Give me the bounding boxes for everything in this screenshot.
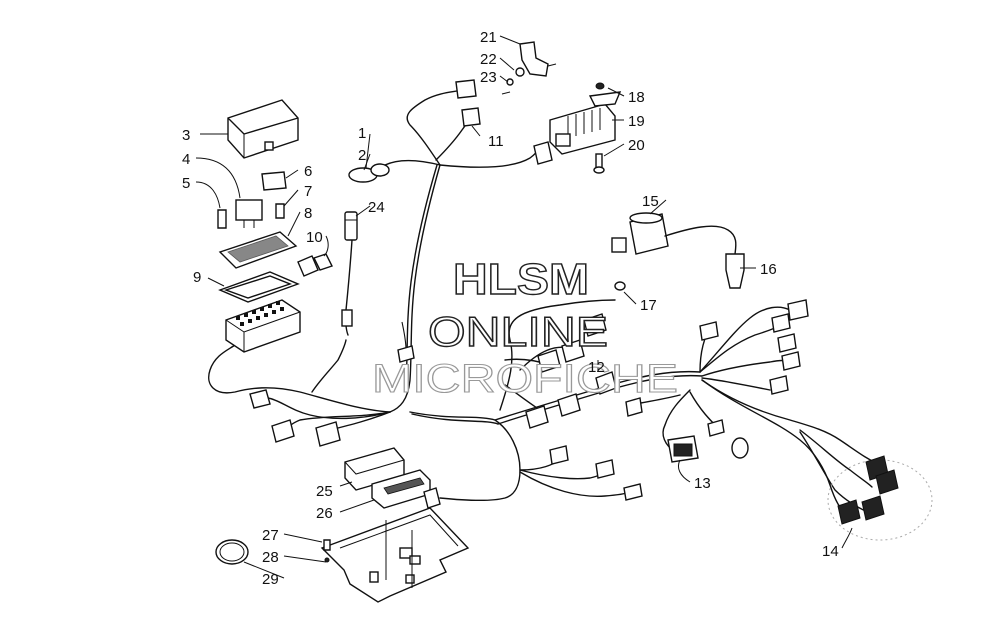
callout-27: 27 xyxy=(262,527,279,544)
connector-top xyxy=(455,79,477,99)
connector-13 xyxy=(667,419,749,463)
leader-lines xyxy=(195,35,853,579)
relay-4 xyxy=(235,199,263,221)
callout-9: 9 xyxy=(193,269,201,286)
callout-21: 21 xyxy=(480,29,497,46)
callout-28: 28 xyxy=(262,549,279,566)
callout-14: 14 xyxy=(822,543,839,560)
callout-2: 2 xyxy=(358,147,366,164)
callout-5: 5 xyxy=(182,175,190,192)
connector-right-top xyxy=(533,141,553,165)
callout-17: 17 xyxy=(640,297,657,314)
screw-20 xyxy=(593,153,605,174)
watermark-line1: HLSM xyxy=(453,255,589,304)
callout-26: 26 xyxy=(316,505,333,522)
callout-1: 1 xyxy=(358,125,366,142)
callout-4: 4 xyxy=(182,151,190,168)
callout-13: 13 xyxy=(694,475,711,492)
fuse-box-gasket xyxy=(218,271,300,303)
callout-11: 11 xyxy=(488,133,504,150)
callout-10: 10 xyxy=(306,229,323,246)
callout-29: 29 xyxy=(262,571,279,588)
callout-6: 6 xyxy=(304,163,312,180)
callout-3: 3 xyxy=(182,127,190,144)
relay-6 xyxy=(261,171,287,191)
callout-19: 19 xyxy=(628,113,645,130)
callout-16: 16 xyxy=(760,261,777,278)
callout-numbers: 3 4 5 6 7 8 9 10 1 2 11 21 22 23 18 19 2… xyxy=(182,29,839,588)
fuse-box-base xyxy=(225,299,301,353)
callout-7: 7 xyxy=(304,183,312,200)
connector-10 xyxy=(297,253,333,277)
screw-18 xyxy=(588,82,622,107)
callout-8: 8 xyxy=(304,205,312,222)
relay-and-fuses xyxy=(217,171,287,229)
callout-20: 20 xyxy=(628,137,645,154)
callout-25: 25 xyxy=(316,483,333,500)
lower-left-connectors xyxy=(249,345,415,447)
callout-23: 23 xyxy=(480,69,497,86)
connector-1-2 xyxy=(348,163,390,183)
ignition-coil xyxy=(611,212,737,255)
clamp-29 xyxy=(215,539,249,565)
callout-12: 12 xyxy=(588,359,605,376)
spark-plug-cap xyxy=(725,253,745,289)
bracket-21-23 xyxy=(501,41,557,95)
screw-17 xyxy=(614,281,626,291)
voltage-regulator xyxy=(549,103,616,155)
watermark-line3: MICROFICHE xyxy=(372,357,678,401)
connector-11 xyxy=(461,107,481,127)
bottom-right-connectors xyxy=(549,445,643,501)
callout-15: 15 xyxy=(642,193,659,210)
headlight-connectors xyxy=(827,455,933,541)
ecu-mounting-plate xyxy=(320,507,470,603)
fuse-box-cover xyxy=(227,99,299,159)
fuse-label-plate xyxy=(218,231,298,269)
connectors-12 xyxy=(525,313,617,429)
right-loom-connectors xyxy=(625,299,809,417)
sensor-24 xyxy=(341,211,358,327)
callout-24: 24 xyxy=(368,199,385,216)
callout-18: 18 xyxy=(628,89,645,106)
nut-27 xyxy=(323,539,331,563)
callout-22: 22 xyxy=(480,51,497,68)
fuse-7 xyxy=(275,203,285,219)
ecu-26 xyxy=(371,469,441,509)
watermark: HLSM ONLINE MICROFICHE xyxy=(371,254,678,401)
fuse-5 xyxy=(217,209,227,229)
watermark-line2: ONLINE xyxy=(428,308,608,355)
